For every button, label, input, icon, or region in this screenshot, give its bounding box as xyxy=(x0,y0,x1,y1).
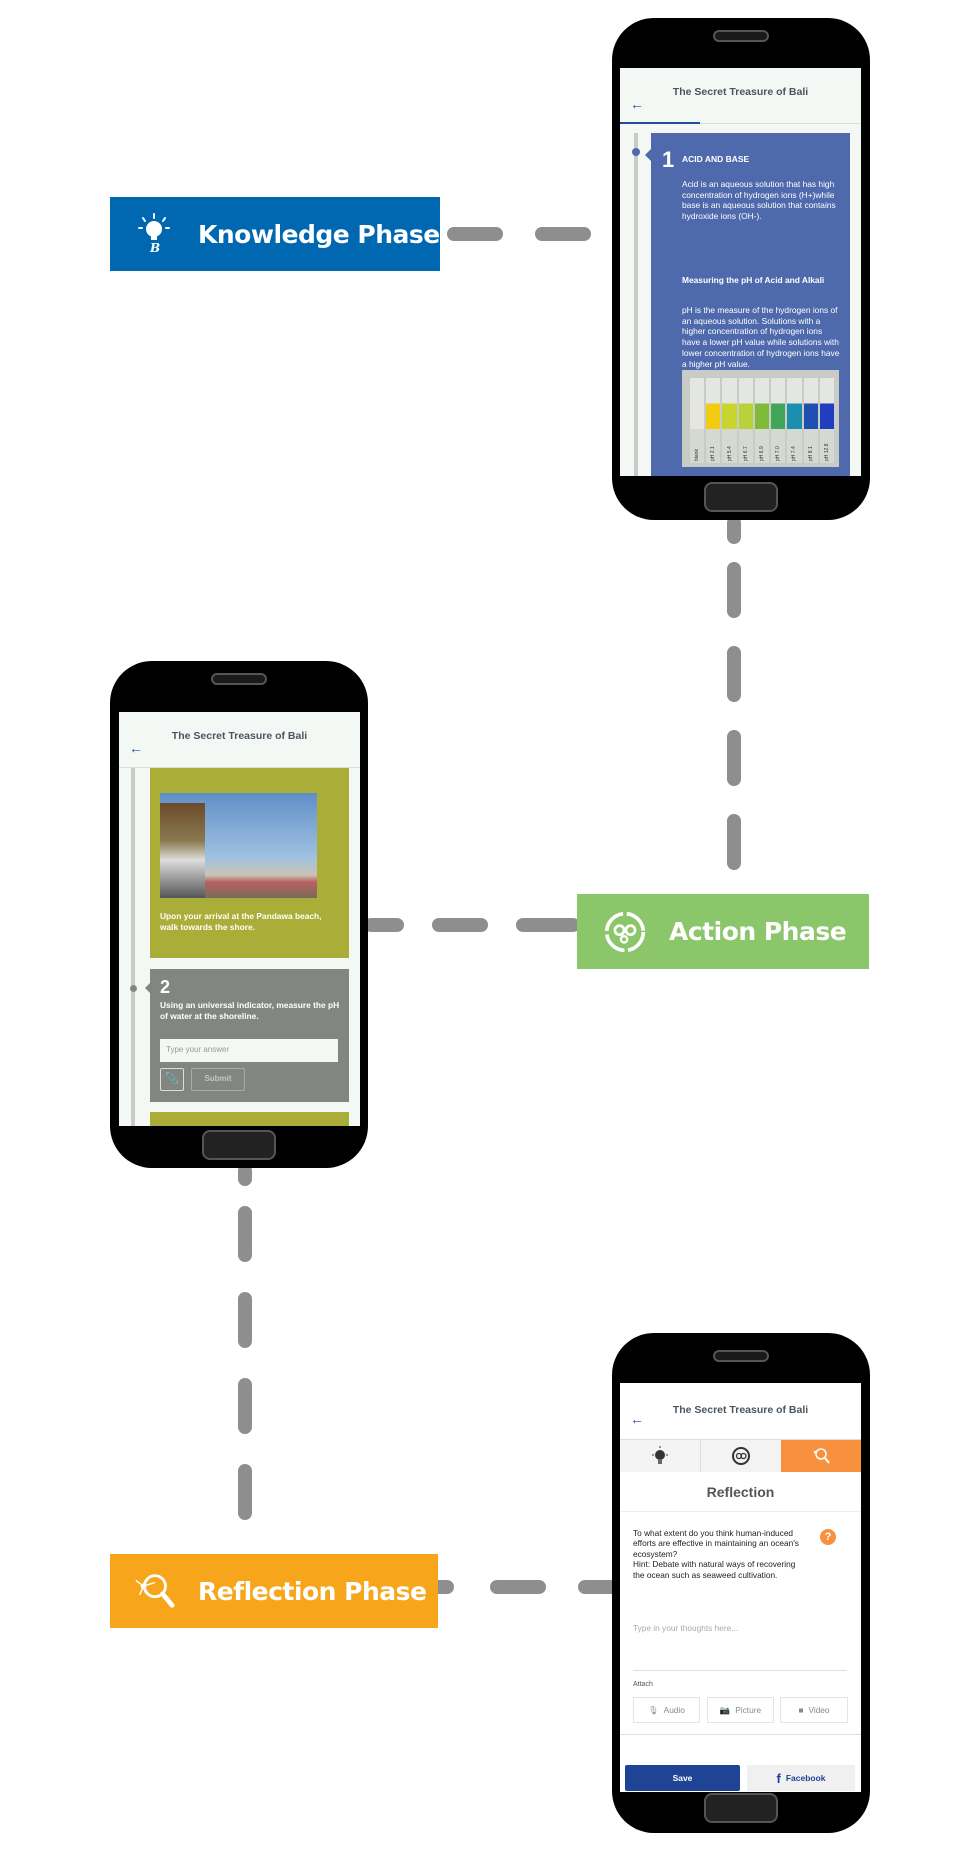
video-camera-icon: ■ xyxy=(798,1705,804,1715)
phase-tabs xyxy=(620,1439,861,1472)
app-header: The Secret Treasure of Bali ← xyxy=(620,68,861,124)
facebook-icon: f xyxy=(776,1770,781,1786)
ph-tube: pH 7.4 xyxy=(787,378,802,463)
ph-tube-label: pH 6.7 xyxy=(742,446,749,461)
back-arrow-icon[interactable]: ← xyxy=(630,96,644,112)
knowledge-phone: The Secret Treasure of Bali ← 1 ACID AND… xyxy=(612,18,870,520)
ph-tube: pH 2.1 xyxy=(706,378,721,463)
back-arrow-icon[interactable]: ← xyxy=(630,1411,644,1427)
ph-tube-label: pH 7.4 xyxy=(791,446,798,461)
ph-tube-label: pH 5.4 xyxy=(726,446,733,461)
magnifier-icon xyxy=(132,1569,176,1613)
phone-speaker xyxy=(713,1350,769,1362)
reflection-phase-label: Reflection Phase xyxy=(110,1554,438,1628)
ph-tube-label: pH 8.1 xyxy=(807,446,814,461)
lightbulb-icon xyxy=(652,1446,668,1464)
timeline-rail xyxy=(634,133,638,476)
gears-icon xyxy=(603,910,647,954)
knowledge-screen: The Secret Treasure of Bali ← 1 ACID AND… xyxy=(620,68,861,476)
ph-tube: pH 6.7 xyxy=(738,378,753,463)
step-number: 2 xyxy=(160,977,171,997)
answer-input[interactable]: Type your answer xyxy=(160,1039,338,1062)
home-button[interactable] xyxy=(202,1130,276,1160)
tab-indicator xyxy=(620,122,700,124)
action-phase-label: Action Phase xyxy=(577,894,869,969)
tab-reflection[interactable] xyxy=(781,1440,861,1472)
app-title: The Secret Treasure of Bali xyxy=(672,1404,809,1416)
ph-tubes-photo: blank pH 2.1 pH 5.4 pH 6.7 pH 6.9 pH 7.0 pH 7.… xyxy=(682,370,839,467)
reflection-heading: Reflection xyxy=(706,1484,775,1500)
reflection-screen: The Secret Treasure of Bali ← Reflection… xyxy=(620,1383,861,1792)
beach-photo xyxy=(160,793,317,898)
audio-button[interactable]: 🎙Audio xyxy=(633,1697,700,1723)
timeline-rail xyxy=(131,768,135,1126)
help-icon[interactable]: ? xyxy=(820,1529,836,1545)
magnifier-icon xyxy=(813,1448,830,1464)
ph-tube-label: pH 7.0 xyxy=(775,446,782,461)
reflection-question: To what extent do you think human-induce… xyxy=(633,1528,808,1580)
task-2-text: Using an universal indicator, measure th… xyxy=(160,1000,340,1021)
task-1-text: Upon your arrival at the Pandawa beach, … xyxy=(160,911,322,932)
attach-button[interactable]: 📎 xyxy=(160,1068,184,1091)
app-title: The Secret Treasure of Bali xyxy=(672,86,809,98)
submit-button[interactable]: Submit xyxy=(191,1068,245,1091)
phone-speaker xyxy=(713,30,769,42)
phone-speaker xyxy=(211,673,267,685)
timeline-dot xyxy=(632,148,640,156)
timeline-dot xyxy=(130,985,137,992)
picture-button[interactable]: 📷Picture xyxy=(707,1697,774,1723)
ph-tube-label: pH 2.1 xyxy=(710,446,717,461)
lightbulb-icon: B xyxy=(132,212,176,256)
knowledge-card: 1 ACID AND BASE Acid is an aqueous solut… xyxy=(645,133,850,476)
hint-text: Hint: Debate with natural ways of recove… xyxy=(633,1559,796,1580)
tab-action[interactable] xyxy=(701,1440,781,1472)
ph-tube-label: pH 6.9 xyxy=(758,446,765,461)
card-subheading: Measuring the pH of Acid and Alkali xyxy=(682,275,825,285)
knowledge-phase-label: B Knowledge Phase xyxy=(110,197,440,271)
home-button[interactable] xyxy=(704,1793,778,1823)
home-button[interactable] xyxy=(704,482,778,512)
gears-icon xyxy=(732,1447,750,1465)
ph-tube: blank xyxy=(690,378,705,463)
app-header: The Secret Treasure of Bali ← xyxy=(620,1383,861,1439)
task-card-2: 2 Using an universal indicator, measure … xyxy=(145,969,349,1102)
knowledge-phase-text: Knowledge Phase xyxy=(198,219,440,249)
paperclip-icon: 📎 xyxy=(165,1073,179,1085)
question-text: To what extent do you think human-induce… xyxy=(633,1528,799,1559)
save-button[interactable]: Save xyxy=(625,1765,740,1791)
ph-tube: pH 7.0 xyxy=(771,378,786,463)
app-title: The Secret Treasure of Bali xyxy=(171,730,308,742)
attach-label: Attach xyxy=(633,1681,653,1688)
video-button[interactable]: ■Video xyxy=(780,1697,848,1723)
svg-text:B: B xyxy=(149,241,160,255)
action-screen: The Secret Treasure of Bali ← Upon your … xyxy=(119,712,360,1126)
ph-tube: pH 8.1 xyxy=(803,378,818,463)
action-phase-text: Action Phase xyxy=(669,917,847,946)
ph-tube: pH 6.9 xyxy=(754,378,770,463)
card-paragraph-2: pH is the measure of the hydrogen ions o… xyxy=(682,305,840,369)
ph-tube: pH 12.8 xyxy=(819,378,834,463)
ph-tube: pH 5.4 xyxy=(722,378,737,463)
app-header: The Secret Treasure of Bali ← xyxy=(119,712,360,768)
tab-knowledge[interactable] xyxy=(620,1440,701,1472)
task-card-1: Upon your arrival at the Pandawa beach, … xyxy=(150,768,349,958)
reflection-phone: The Secret Treasure of Bali ← Reflection… xyxy=(612,1333,870,1833)
microphone-icon: 🎙 xyxy=(648,1704,659,1715)
step-number: 1 xyxy=(662,147,675,172)
action-phone: The Secret Treasure of Bali ← Upon your … xyxy=(110,661,368,1168)
task-card-3 xyxy=(150,1112,349,1126)
ph-tube-label: blank xyxy=(694,449,701,461)
thoughts-input[interactable]: Type in your thoughts here... xyxy=(633,1623,739,1633)
ph-tube-label: pH 12.8 xyxy=(823,443,830,461)
card-paragraph-1: Acid is an aqueous solution that has hig… xyxy=(682,179,836,222)
back-arrow-icon[interactable]: ← xyxy=(129,740,143,756)
card-heading: ACID AND BASE xyxy=(682,154,750,164)
camera-icon: 📷 xyxy=(719,1704,731,1715)
reflection-phase-text: Reflection Phase xyxy=(198,1576,427,1606)
